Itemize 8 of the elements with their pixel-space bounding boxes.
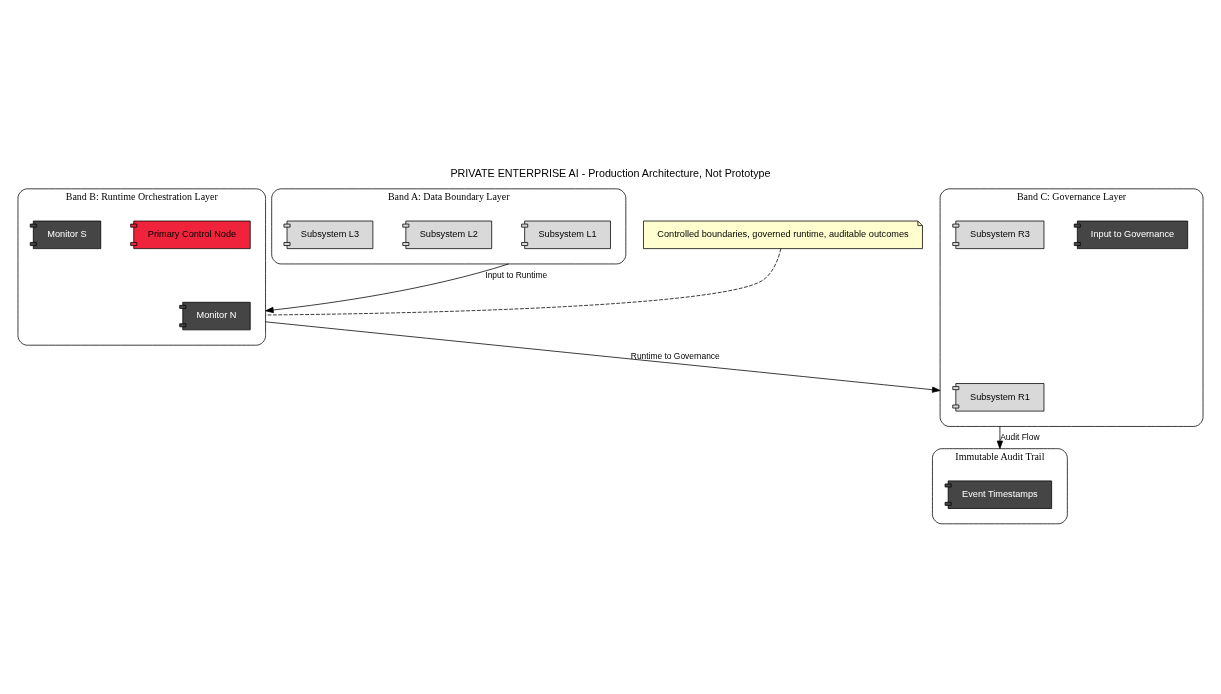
arrow (265, 320, 941, 393)
arrow (996, 425, 1003, 449)
edge-label: Audit Flow (1000, 431, 1040, 442)
diagram-title: PRIVATE ENTERPRISE AI - Production Architecture, Not Prototype (450, 166, 771, 179)
edge-label: Input to Runtime (485, 269, 548, 280)
connector (265, 247, 782, 315)
edge-label: Runtime to Governance (630, 350, 720, 361)
arrow (265, 263, 509, 313)
